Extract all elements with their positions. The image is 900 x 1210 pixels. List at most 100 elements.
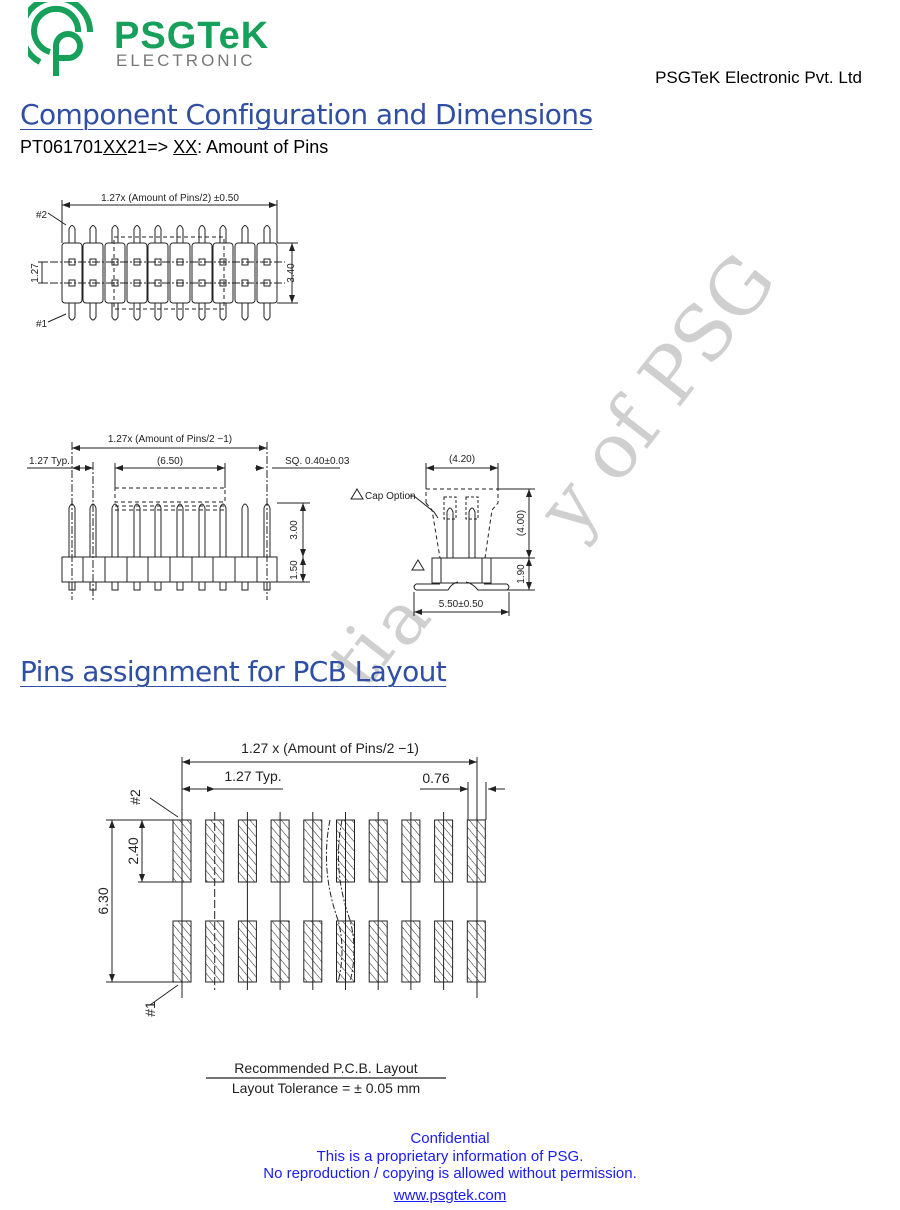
pcb-pad bbox=[172, 819, 192, 883]
pin-tail-side bbox=[263, 581, 271, 591]
psgtek-logo: PSGTeK ELECTRONIC bbox=[19, 0, 288, 80]
top-pin2-label: #2 bbox=[36, 210, 48, 221]
website-link[interactable]: www.psgtek.com bbox=[393, 1187, 507, 1204]
connector-body-segment bbox=[234, 242, 256, 304]
top-pitch-dim: 1.27 bbox=[30, 263, 41, 283]
pin-square bbox=[263, 279, 271, 287]
pin-square bbox=[263, 258, 271, 266]
side-cap-width-dim: (6.50) bbox=[157, 456, 183, 467]
pcb-layout-drawing bbox=[106, 757, 505, 1006]
pcb-pin2-label: #2 bbox=[127, 789, 143, 805]
logo-mark-icon: PSGTeK ELECTRONIC bbox=[19, 0, 269, 76]
pcb-pad-width-dim: 0.76 bbox=[422, 770, 449, 786]
end-view-drawing bbox=[350, 463, 535, 616]
svg-text:PSGTeK: PSGTeK bbox=[114, 15, 269, 57]
pin-square bbox=[89, 258, 97, 266]
top-width-dim: 1.27x (Amount of Pins/2) ±0.50 bbox=[101, 193, 239, 204]
pin-tail bbox=[198, 303, 206, 321]
connector-body-segment bbox=[126, 242, 148, 304]
section-title-configuration: Component Configuration and Dimensions bbox=[20, 98, 593, 131]
pin-side bbox=[68, 503, 76, 557]
pin-side bbox=[133, 503, 141, 557]
footer-confidential: Confidential bbox=[410, 1130, 490, 1147]
pin-tip bbox=[241, 225, 249, 243]
footer-link-container: www.psgtek.com bbox=[0, 1187, 900, 1204]
pin-square bbox=[111, 258, 119, 266]
pin-tail bbox=[241, 303, 249, 321]
pcb-pitch-dim: 1.27 Typ. bbox=[224, 768, 281, 784]
pin-square bbox=[68, 279, 76, 287]
side-pitch-dim: 1.27 Typ. bbox=[29, 456, 70, 467]
company-name: PSGTeK Electronic Pvt. Ltd bbox=[655, 68, 862, 87]
pin-tip bbox=[133, 225, 141, 243]
pin-tail bbox=[111, 303, 119, 321]
pin-tail-side bbox=[68, 581, 76, 591]
pin-square bbox=[133, 279, 141, 287]
pin-side bbox=[176, 503, 184, 557]
variable-description: : Amount of Pins bbox=[197, 137, 329, 157]
pcb-row-span-dim: 6.30 bbox=[95, 887, 111, 914]
revision-triangle-icon bbox=[411, 559, 425, 571]
pin-square bbox=[241, 279, 249, 287]
pin-square bbox=[219, 258, 227, 266]
part-number-line: PT061701XX21=> XX: Amount of Pins bbox=[20, 137, 328, 158]
side-body-height-dim: 1.50 bbox=[289, 560, 300, 580]
cap-option-label: Cap Option bbox=[365, 491, 416, 502]
top-height-dim: 3.40 bbox=[286, 263, 297, 283]
pcb-pin1-label: #1 bbox=[142, 1001, 158, 1017]
pin-square bbox=[198, 279, 206, 287]
footer-proprietary: This is a proprietary information of PSG… bbox=[316, 1148, 584, 1165]
variable-label: XX bbox=[173, 137, 198, 157]
end-cap-width-dim: (4.20) bbox=[449, 454, 475, 465]
end-foot-width-dim: 5.50±0.50 bbox=[439, 599, 484, 610]
part-suffix: 21=> bbox=[127, 137, 174, 157]
pin-side bbox=[263, 503, 271, 557]
top-view-drawing bbox=[38, 200, 298, 323]
connector-body-segment bbox=[191, 242, 213, 304]
footer-no-reproduction: No reproduction / copying is allowed wit… bbox=[263, 1165, 637, 1182]
pin-tail-side bbox=[111, 581, 119, 591]
connector-body-segment bbox=[212, 242, 234, 304]
pin-tip bbox=[219, 225, 227, 243]
connector-body-segment bbox=[169, 242, 191, 304]
pin-tip bbox=[89, 225, 97, 243]
pcb-pad bbox=[466, 819, 486, 883]
pin-square bbox=[133, 258, 141, 266]
pin-side bbox=[89, 503, 97, 557]
pin-square bbox=[68, 258, 76, 266]
side-span-dim: 1.27x (Amount of Pins/2 −1) bbox=[108, 434, 232, 445]
pcb-pad bbox=[466, 920, 486, 983]
pin-side bbox=[241, 503, 249, 557]
connector-body-segment bbox=[104, 242, 126, 304]
pcb-caption-title: Recommended P.C.B. Layout bbox=[234, 1060, 418, 1076]
pin-tail bbox=[68, 303, 76, 321]
pin-side bbox=[154, 503, 162, 557]
pin-side bbox=[198, 503, 206, 557]
side-pin-height-dim: 3.00 bbox=[289, 520, 300, 540]
pin-square bbox=[176, 258, 184, 266]
pin-tail-side bbox=[241, 581, 249, 591]
pcb-span-dim: 1.27 x (Amount of Pins/2 −1) bbox=[241, 740, 419, 756]
pin-side bbox=[111, 503, 119, 557]
part-prefix: PT061701 bbox=[20, 137, 104, 157]
pin-tip bbox=[111, 225, 119, 243]
pin-tail-side bbox=[154, 581, 162, 591]
pin-tail bbox=[219, 303, 227, 321]
pin-square bbox=[198, 258, 206, 266]
pin-tail bbox=[89, 303, 97, 321]
pin-tail-side bbox=[219, 581, 227, 591]
pcb-pad bbox=[172, 920, 192, 983]
pin-square bbox=[111, 279, 119, 287]
pin-tip bbox=[198, 225, 206, 243]
pin-tip bbox=[154, 225, 162, 243]
pin-tip bbox=[68, 225, 76, 243]
pin-side bbox=[219, 503, 227, 557]
connector-body-segment bbox=[82, 242, 104, 304]
connector-body-segment bbox=[256, 242, 278, 304]
section-title-pcb-layout: Pins assignment for PCB Layout bbox=[20, 655, 447, 688]
pin-tail-side bbox=[133, 581, 141, 591]
pin-square bbox=[154, 279, 162, 287]
pin-tail-side bbox=[198, 581, 206, 591]
end-body-height-dim: 1.90 bbox=[516, 564, 527, 584]
